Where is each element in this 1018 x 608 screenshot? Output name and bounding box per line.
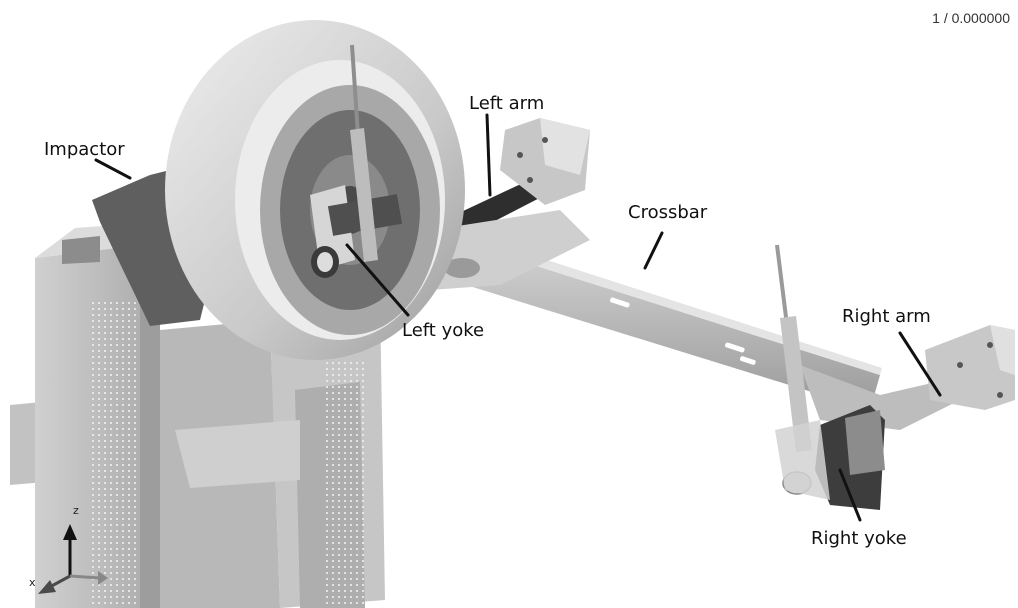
triad-z-label: z: [73, 504, 79, 517]
right-yoke-leader: [838, 468, 862, 522]
callout-leaders: [94, 113, 942, 522]
right-yoke-label: Right yoke: [811, 528, 907, 549]
crossbar-beam: [450, 240, 880, 410]
impactor-label: Impactor: [44, 139, 125, 160]
right-hub: [775, 405, 885, 510]
triad-x-label: x: [29, 576, 36, 589]
crossbar-leader: [643, 231, 664, 270]
left-shock-absorber: [350, 44, 378, 262]
right-arm-leader: [898, 331, 942, 397]
left-yoke-leader: [345, 243, 410, 317]
left-yoke-label: Left yoke: [402, 320, 485, 341]
right-arm-label: Right arm: [842, 306, 931, 327]
crossbar-label: Crossbar: [628, 202, 708, 223]
right-arm-assembly: [800, 325, 1015, 430]
right-shock-absorber: [775, 244, 812, 452]
axis-triad: [38, 524, 108, 594]
frame-counter: 1 / 0.000000: [932, 10, 1010, 26]
wheel-assembly: [165, 20, 465, 360]
left-arm-leader: [485, 113, 492, 197]
impactor-leader: [94, 158, 132, 180]
left-arm-label: Left arm: [469, 93, 545, 114]
